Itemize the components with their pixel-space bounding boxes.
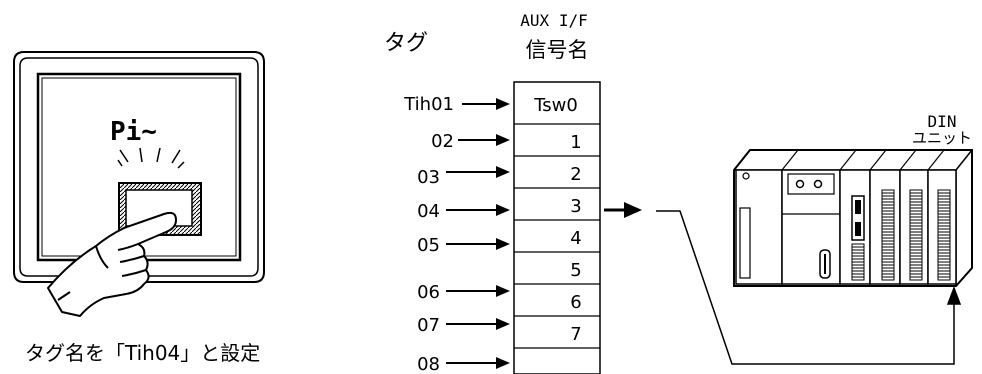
io-module xyxy=(899,169,929,285)
pointing-hand-icon xyxy=(47,211,177,317)
tag-column-header: タグ xyxy=(384,31,428,56)
tag-label: 06 xyxy=(417,282,440,303)
din-module xyxy=(927,169,957,285)
tag-label: 05 xyxy=(417,235,440,256)
arrow-icon xyxy=(496,285,510,297)
table-row: 06 5 xyxy=(417,260,582,303)
aux-if-header: AUX I/F xyxy=(520,11,587,30)
io-module xyxy=(839,169,871,285)
signal-cell: 3 xyxy=(570,196,581,217)
arrow-icon xyxy=(496,238,510,250)
signal-name-header: 信号名 xyxy=(526,38,589,62)
arrow-icon xyxy=(496,98,510,110)
io-module xyxy=(869,169,901,285)
table-row: 02 1 xyxy=(431,131,582,153)
arrow-icon xyxy=(496,318,510,330)
signal-cell: 2 xyxy=(570,164,581,185)
table-row: 05 4 xyxy=(417,228,582,256)
signal-cell: Tsw0 xyxy=(533,95,578,116)
tag-label: 08 xyxy=(417,354,440,374)
table-row: 03 2 xyxy=(417,164,582,188)
output-arrow xyxy=(604,202,642,218)
unit-label: ユニット xyxy=(912,129,972,147)
tag-label: Tih01 xyxy=(403,94,454,115)
din-label: DIN xyxy=(928,112,957,131)
touch-panel: Pi~ タグ名を「Tih04」と設定 xyxy=(13,51,265,365)
table-row: 07 6 xyxy=(417,292,582,336)
power-supply-module xyxy=(735,169,783,285)
tag-label: 02 xyxy=(431,131,454,152)
table-row: 04 3 xyxy=(417,196,582,222)
tag-setting-caption: タグ名を「Tih04」と設定 xyxy=(25,341,260,365)
arrow-icon xyxy=(496,357,510,369)
table-row: Tih01 Tsw0 xyxy=(403,94,578,116)
plc-rack: DIN ユニット xyxy=(733,112,973,287)
tag-label: 04 xyxy=(417,201,440,222)
signal-cell: 4 xyxy=(570,228,581,249)
cpu-module xyxy=(781,169,841,285)
arrow-icon xyxy=(496,166,510,178)
press-flash-lines xyxy=(117,147,185,169)
connection-wire xyxy=(656,210,962,365)
arrow-icon xyxy=(496,204,510,216)
panel-screen-text: Pi~ xyxy=(110,117,157,147)
signal-cell: 6 xyxy=(570,292,581,313)
signal-table: タグ AUX I/F 信号名 Tih01 Tsw0 02 1 xyxy=(384,11,601,374)
signal-cell: 7 xyxy=(570,324,581,345)
tag-label: 03 xyxy=(417,167,440,188)
signal-cell: 1 xyxy=(570,132,581,153)
table-row: 08 7 xyxy=(417,324,582,374)
arrow-icon xyxy=(496,134,510,146)
signal-cell: 5 xyxy=(570,260,581,281)
tag-label: 07 xyxy=(417,315,440,336)
